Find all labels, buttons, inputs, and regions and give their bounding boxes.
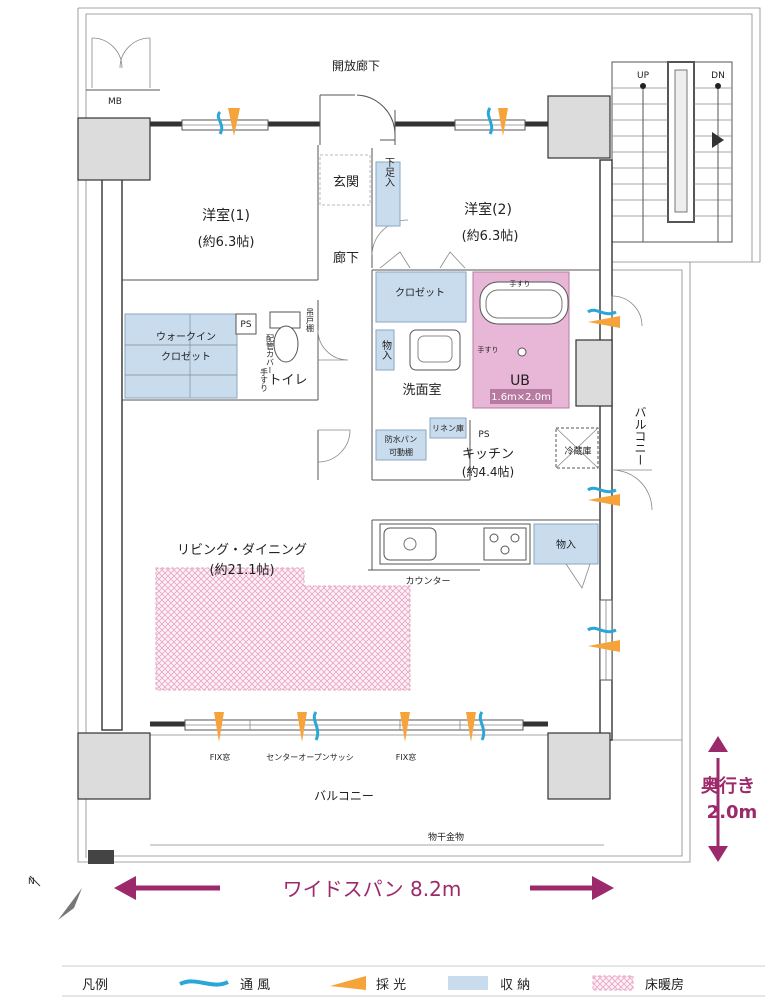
pillar [77,732,151,800]
pipe-cover-label: 配管カバー [266,334,275,374]
pillar [77,117,151,181]
depth-value: 2.0m [707,802,758,823]
fix-window-label-2: FIX窓 [396,752,416,762]
mb-label: MB [108,97,122,107]
walkin-closet-label-1: ウォークイン [156,331,216,343]
counter-label: カウンター [405,576,450,587]
small-storage-label: 物入 [380,339,392,360]
interior-doors [317,219,653,511]
compass-icon: N [28,875,92,926]
side-balcony-label: バルコニー [633,406,647,466]
toilet-label: トイレ [268,373,307,388]
living-dining-size: (約21.1帖) [209,563,274,578]
svg-text:N: N [28,877,35,887]
legend-storage-label: 収 納 [500,978,530,993]
storage-legend-icon [448,976,488,990]
pillar [547,732,611,800]
closet-storage [375,271,467,323]
entrance-door [319,94,396,206]
clothes-hanger-label: 物干金物 [428,831,464,843]
linen-storage [429,417,467,439]
fix-window-label-1: FIX窓 [210,752,230,762]
bottom-balcony-label: バルコニー [314,789,374,803]
legend-floor-heating-label: 床暖房 [645,977,684,993]
ps-label-kitchen: PS [478,430,489,440]
waterproof-pan-label-1: 防水パン [385,434,417,444]
western-room-2-name: 洋室(2) [464,201,512,218]
washbasin [409,329,461,371]
hanging-shelf-label: 吊戸棚 [306,308,315,333]
stair-down-label: DN [711,71,725,81]
legend [62,965,765,997]
waterproof-pan [375,429,427,461]
kitchen-name: キッチン [462,447,514,462]
floor-heating-area [155,567,411,691]
bath-handrail-label-1: 手すり [510,279,531,288]
small-storage [375,329,395,371]
shoe-storage-label: 下足入 [383,157,395,187]
right-windows [599,599,613,681]
closet-label: クロゼット [395,287,445,299]
western-room-2-size: (約6.3帖) [462,229,519,244]
ventilation-markers [216,107,617,741]
hallway-label: 廊下 [333,250,359,266]
unit-bath-label: UB [510,373,530,389]
pillar [547,95,611,159]
living-dining-name: リビング・ダイニング [177,543,307,558]
entrance-label: 玄関 [333,175,359,190]
open-corridor-label: 開放廊下 [332,58,380,73]
toilet-fixture [235,311,301,363]
bottom-windows [184,719,524,731]
shoe-storage [375,161,401,227]
legend-daylight-label: 採 光 [376,978,406,993]
center-open-sash-label: センターオープンサッシ [266,753,354,762]
toilet-handrail-label: 手すり [260,367,269,392]
western-room-1-size: (約6.3帖) [198,235,255,250]
depth-label: 奥行き [701,775,755,797]
ps-label-toilet: PS [240,320,251,330]
kitchen-size: (約4.4帖) [462,464,514,479]
unit-bath [472,271,570,409]
daylight-legend-icon [330,976,366,990]
kitchen-counter [368,523,591,589]
floor-heating-legend-icon [592,975,634,991]
western-room-1-name: 洋室(1) [202,207,250,224]
stair-up-label: UP [637,71,650,81]
pillar [575,339,613,407]
walkin-closet-label-2: クロゼット [161,351,211,363]
daylight-markers [214,108,620,742]
staircase [611,61,733,243]
bath-handrail-label-2: 手すり [478,345,499,354]
kitchen-storage [533,523,599,565]
kitchen-storage-label: 物入 [556,538,576,551]
depth-dimension-arrow [708,736,728,862]
corridor-doors [86,37,160,91]
waterproof-pan-label-2: 可動棚 [389,447,413,457]
fridge-label: 冷蔵庫 [564,445,591,457]
wide-span-arrow [114,874,614,902]
washroom-label: 洗面室 [402,382,441,398]
linen-storage-label: リネン庫 [432,423,464,433]
legend-ventilation-label: 通 風 [240,978,270,993]
legend-title: 凡例 [82,978,108,993]
ventilation-legend-icon [179,979,229,987]
wide-span-label: ワイドスパン 8.2m [283,877,462,901]
unit-bath-size: 1.6m×2.0m [491,392,551,403]
fridge-space [555,427,599,469]
